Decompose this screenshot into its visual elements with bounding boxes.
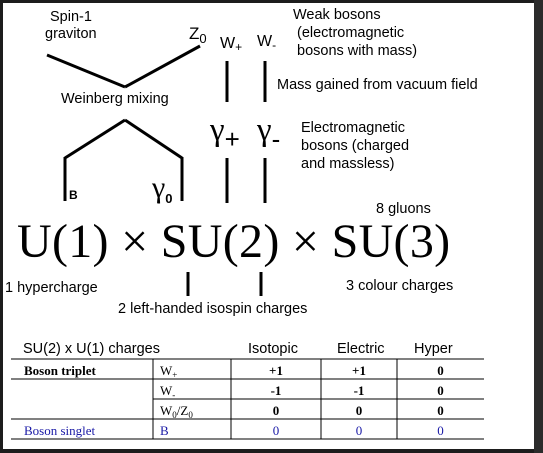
row-isotopic: 0 xyxy=(272,423,280,438)
z0-label: Z0 xyxy=(189,24,207,46)
diagram-canvas: Spin-1 graviton Z0 W+ W- Weak bosons (el… xyxy=(3,3,534,449)
weak-bosons-line2: (electromagnetic xyxy=(297,25,405,41)
row-boson: W0/Z0 xyxy=(160,403,193,420)
row-electric: 0 xyxy=(355,403,363,418)
table-title: SU(2) x U(1) charges xyxy=(23,341,160,357)
row-isotopic: 0 xyxy=(272,403,280,418)
row-electric: 0 xyxy=(355,423,363,438)
row-electric: +1 xyxy=(352,363,366,378)
diagram-lines xyxy=(11,44,484,440)
weinberg-label: Weinberg mixing xyxy=(61,91,169,107)
em-bosons-line3: and massless) xyxy=(301,156,395,172)
w-minus-label: W- xyxy=(257,33,277,52)
gluons-label: 8 gluons xyxy=(376,201,431,217)
header-isotopic: Isotopic xyxy=(248,341,298,357)
weinberg-right-branch xyxy=(124,118,183,160)
graviton-left-line xyxy=(46,53,126,89)
header-electric: Electric xyxy=(337,341,385,357)
isospin-label: 2 left-handed isospin charges xyxy=(118,301,308,317)
hypercharge-label: 1 hypercharge xyxy=(5,280,98,296)
row-electric: -1 xyxy=(353,383,365,398)
b-label: B xyxy=(69,188,78,202)
weak-bosons-title: Weak bosons xyxy=(293,7,381,23)
gamma-minus-symbol: γ- xyxy=(257,112,281,154)
row-boson: W- xyxy=(160,383,176,400)
weinberg-left-branch xyxy=(64,118,126,160)
row-hyper: 0 xyxy=(437,403,444,418)
spin-label: Spin-1 xyxy=(50,9,92,25)
row-hyper: 0 xyxy=(437,383,444,398)
w-plus-label: W+ xyxy=(220,35,243,54)
row-boson: B xyxy=(160,423,169,438)
gamma-plus-symbol: γ+ xyxy=(210,112,240,154)
em-bosons-line2: bosons (charged xyxy=(301,138,410,154)
em-bosons-title: Electromagnetic xyxy=(301,120,405,136)
row-boson: W+ xyxy=(160,363,178,380)
colour-label: 3 colour charges xyxy=(346,278,454,294)
mass-label: Mass gained from vacuum field xyxy=(277,77,478,93)
row-group-triplet: Boson triplet xyxy=(24,363,96,378)
weak-bosons-line3: bosons with mass) xyxy=(297,43,418,59)
header-hyper: Hyper xyxy=(414,341,453,357)
row-group-singlet: Boson singlet xyxy=(24,423,96,438)
gamma0-symbol: γ0 xyxy=(152,171,173,207)
graviton-right-line xyxy=(124,44,201,89)
row-isotopic: -1 xyxy=(270,383,282,398)
row-hyper: 0 xyxy=(437,423,444,438)
gauge-group-expression: U(1) × SU(2) × SU(3) xyxy=(17,215,451,268)
row-isotopic: +1 xyxy=(269,363,283,378)
window-edge xyxy=(534,0,543,453)
graviton-label: graviton xyxy=(45,26,97,42)
row-hyper: 0 xyxy=(437,363,444,378)
